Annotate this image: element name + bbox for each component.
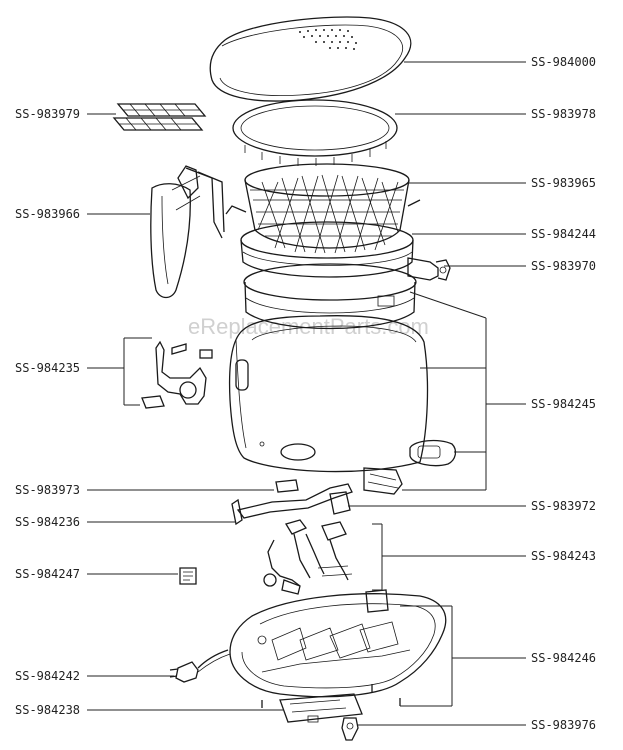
label-ss-983979[interactable]: SS-983979 bbox=[15, 107, 80, 121]
label-ss-983976[interactable]: SS-983976 bbox=[531, 718, 596, 732]
hinge-part[interactable] bbox=[407, 257, 451, 281]
label-ss-984244[interactable]: SS-984244 bbox=[531, 227, 596, 241]
contact-strip-part[interactable] bbox=[231, 479, 353, 526]
filter-pads-part[interactable] bbox=[112, 103, 207, 131]
label-ss-984000[interactable]: SS-984000 bbox=[531, 55, 596, 69]
basket-part[interactable] bbox=[225, 163, 421, 254]
handle-part[interactable] bbox=[150, 165, 225, 299]
label-ss-983966[interactable]: SS-983966 bbox=[15, 207, 80, 221]
label-ss-984243[interactable]: SS-984243 bbox=[531, 549, 596, 563]
bowl-part[interactable] bbox=[240, 221, 414, 278]
label-ss-984235[interactable]: SS-984235 bbox=[15, 361, 80, 375]
label-ss-984236[interactable]: SS-984236 bbox=[15, 515, 80, 529]
label-ss-984242[interactable]: SS-984242 bbox=[15, 669, 80, 683]
label-ss-984246[interactable]: SS-984246 bbox=[531, 651, 596, 665]
label-ss-983972[interactable]: SS-983972 bbox=[531, 499, 596, 513]
label-ss-984238[interactable]: SS-984238 bbox=[15, 703, 80, 717]
lid-part[interactable] bbox=[209, 16, 412, 102]
label-ss-983973[interactable]: SS-983973 bbox=[15, 483, 80, 497]
relay-part[interactable] bbox=[329, 467, 403, 515]
lid-seal-part[interactable] bbox=[232, 99, 398, 166]
wiring-harness-part[interactable] bbox=[263, 519, 353, 595]
control-board-part[interactable] bbox=[279, 693, 363, 723]
part-labels: SS-984000 SS-983979 SS-983978 SS-983965 … bbox=[15, 55, 596, 732]
thermostat-part[interactable] bbox=[141, 340, 213, 409]
label-ss-983965[interactable]: SS-983965 bbox=[531, 176, 596, 190]
label-ss-984245[interactable]: SS-984245 bbox=[531, 397, 596, 411]
power-cord-part[interactable] bbox=[169, 649, 231, 683]
rating-label-part[interactable] bbox=[179, 567, 197, 585]
foot-part[interactable] bbox=[341, 717, 359, 741]
timer-part[interactable] bbox=[409, 439, 457, 467]
base-part[interactable] bbox=[229, 589, 447, 708]
label-ss-983978[interactable]: SS-983978 bbox=[531, 107, 596, 121]
watermark: eReplacementParts.com bbox=[188, 314, 429, 339]
leader-lines bbox=[87, 61, 526, 726]
housing-part[interactable] bbox=[228, 263, 429, 473]
label-ss-983970[interactable]: SS-983970 bbox=[531, 259, 596, 273]
label-ss-984247[interactable]: SS-984247 bbox=[15, 567, 80, 581]
